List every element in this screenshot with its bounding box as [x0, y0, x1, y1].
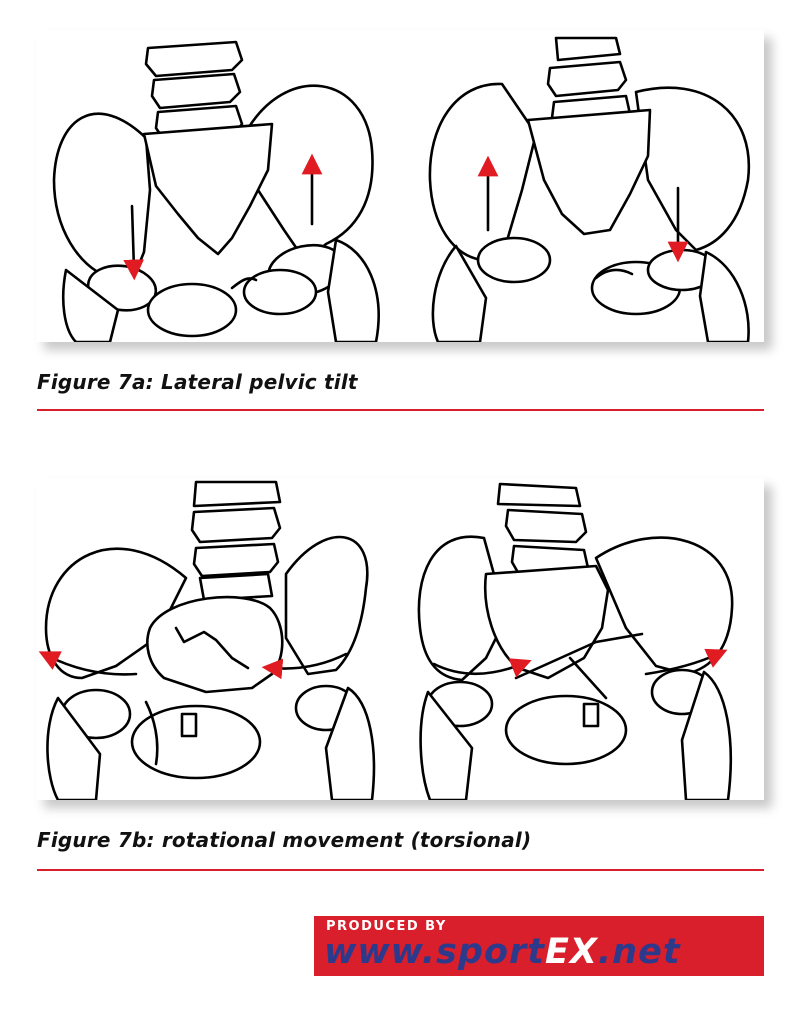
divider-rule	[37, 869, 764, 871]
figure-7b-caption: Figure 7b: rotational movement (torsiona…	[37, 828, 532, 852]
pelvis-left-rotation	[44, 480, 376, 800]
curved-arrow-icon	[432, 658, 532, 678]
figure-7a-caption: Figure 7a: Lateral pelvic tilt	[37, 370, 358, 394]
figure-7b-panel	[36, 478, 764, 800]
logo-produced-by: PRODUCED BY	[326, 919, 447, 934]
sportex-logo: PRODUCED BY www.sportEX.net	[314, 916, 764, 976]
curved-arrow-icon	[38, 651, 138, 676]
logo-url-suffix: .net	[597, 932, 681, 972]
logo-url: www.sportEX.net	[324, 932, 681, 972]
logo-url-prefix: www.sport	[324, 932, 545, 972]
pelvis-right-tilt	[428, 36, 751, 342]
pelvis-left-tilt	[52, 40, 380, 342]
divider-rule	[37, 409, 764, 411]
curved-arrow-icon	[261, 652, 348, 680]
figure-7a-illustration	[52, 36, 751, 342]
logo-url-brand: EX	[544, 932, 598, 972]
curved-arrow-icon	[644, 648, 728, 676]
figure-7b-illustration	[38, 480, 734, 800]
arrow-down-icon	[123, 204, 145, 281]
pelvis-right-torsion	[417, 482, 734, 800]
figure-7a-panel	[36, 30, 764, 342]
